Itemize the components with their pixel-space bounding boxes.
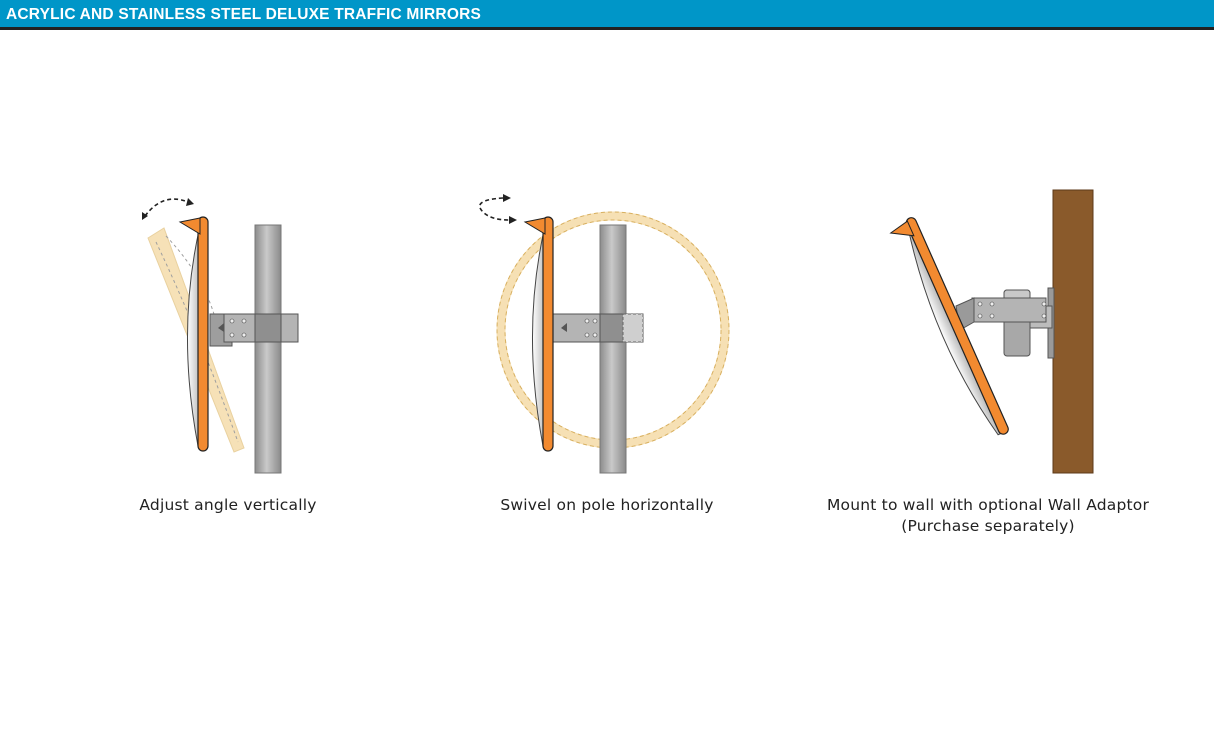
page-title: ACRYLIC AND STAINLESS STEEL DELUXE TRAFF…	[6, 6, 482, 23]
pole	[599, 224, 627, 474]
caption-vertical-adjust: Adjust angle vertically	[139, 496, 317, 514]
panel-horizontal-swivel: Swivel on pole horizontally	[427, 180, 787, 550]
wall	[1052, 189, 1094, 474]
horizontal-swivel-arrow-icon	[478, 197, 510, 221]
header-bar: ACRYLIC AND STAINLESS STEEL DELUXE TRAFF…	[0, 0, 1214, 30]
caption-wall-mount: Mount to wall with optional Wall Adaptor…	[826, 496, 1150, 535]
mirror-frame	[542, 216, 554, 452]
vertical-tilt-arrow-icon	[144, 198, 189, 217]
panel-vertical-adjust: Adjust angle vertically	[48, 180, 408, 550]
tilted-mirror	[889, 217, 1009, 436]
mounting-bracket	[552, 313, 644, 343]
vertical-adjust-diagram	[142, 198, 299, 474]
horizontal-swivel-diagram	[478, 194, 730, 474]
caption-horizontal-swivel: Swivel on pole horizontally	[500, 496, 714, 514]
wall-mount-icon	[889, 189, 1094, 474]
pole	[254, 224, 282, 474]
mounting-bracket	[209, 313, 299, 347]
panel-wall-mount: Mount to wall with optional Wall Adaptor…	[808, 180, 1168, 550]
mirror-frame	[197, 216, 209, 452]
